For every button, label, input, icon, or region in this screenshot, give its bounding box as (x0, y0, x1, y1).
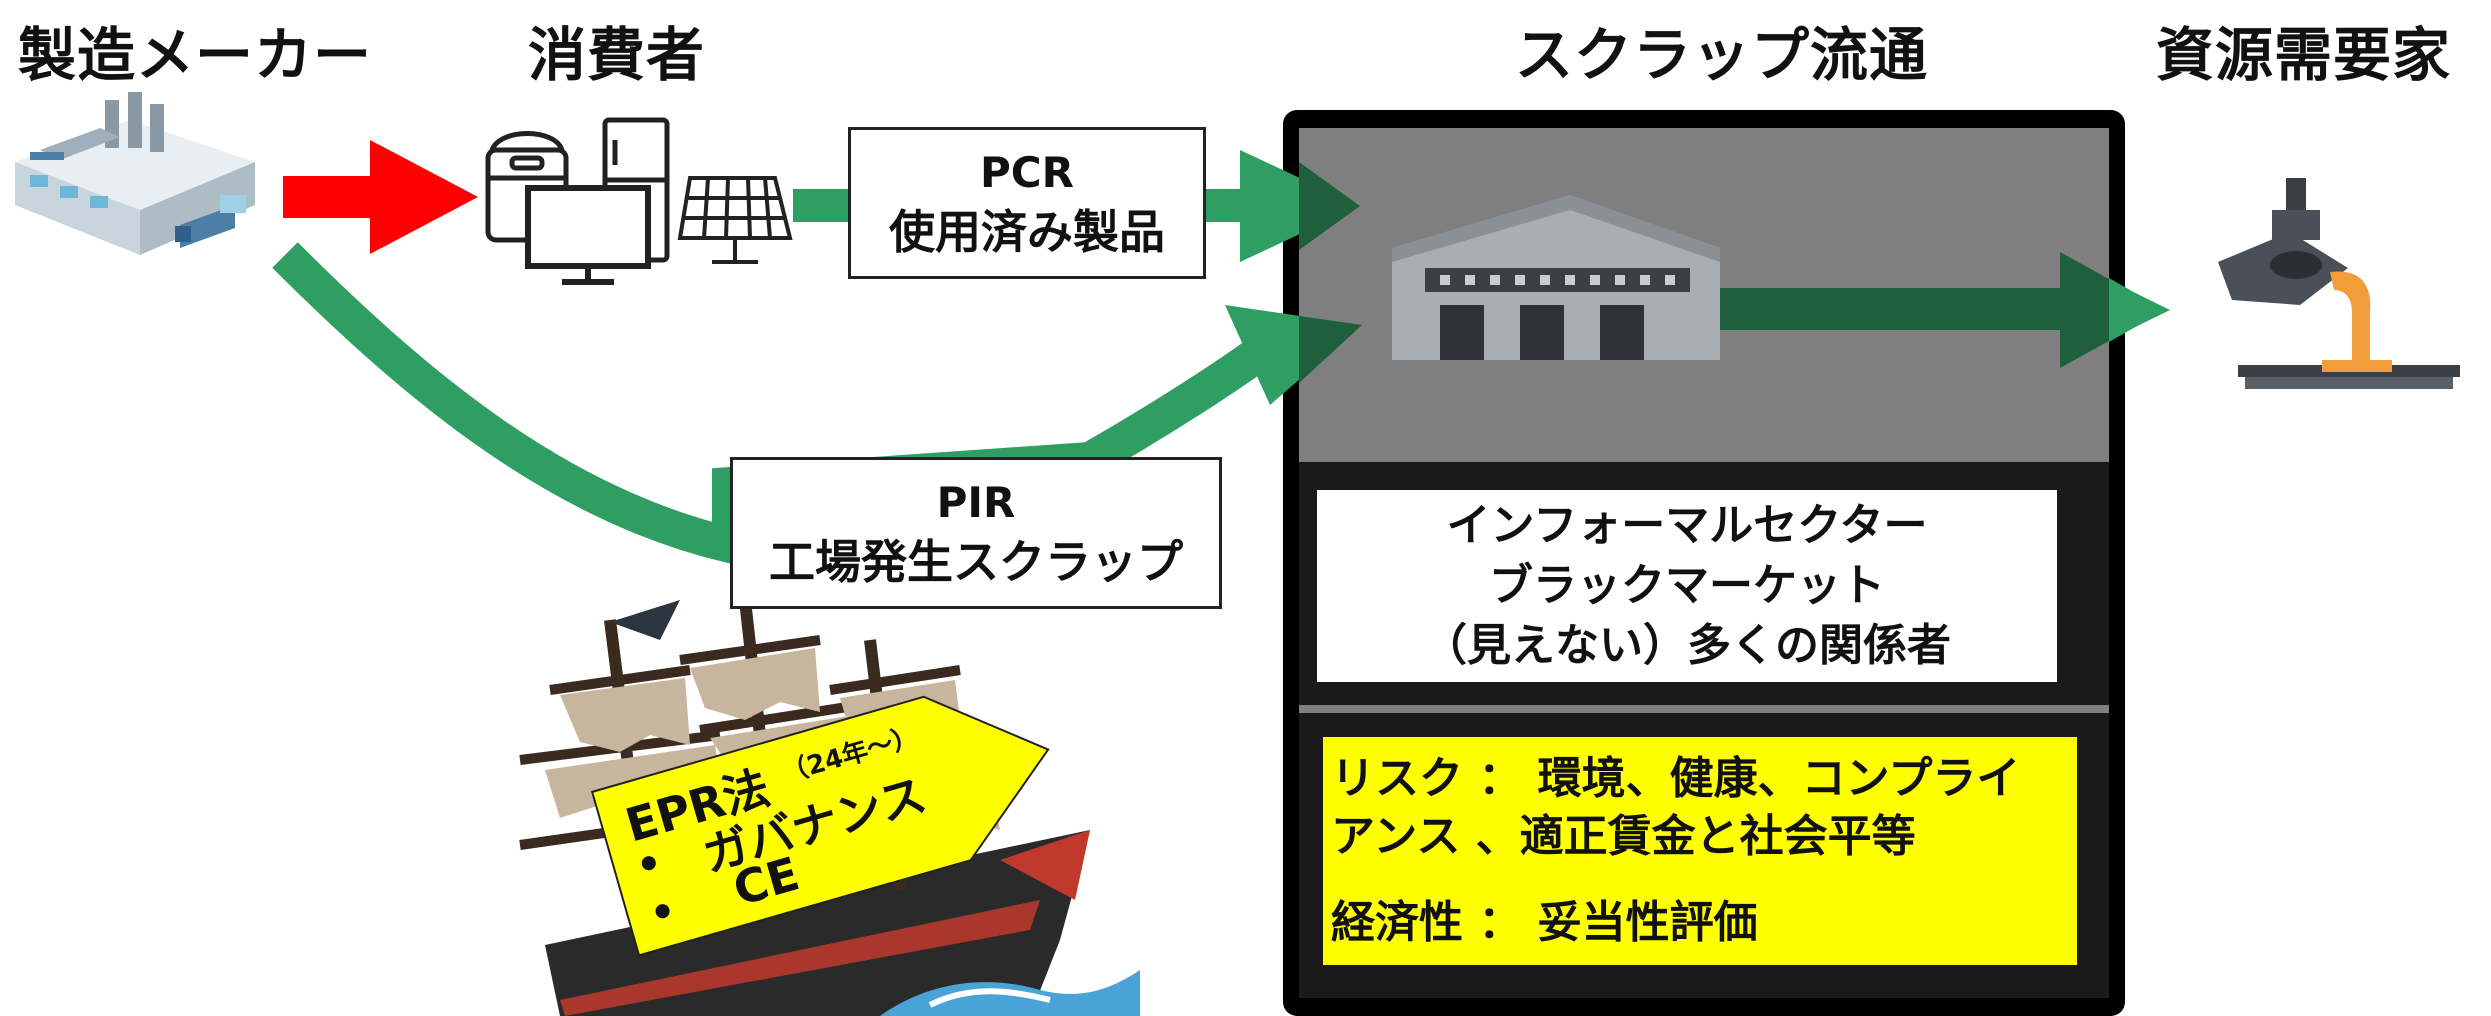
risk-box: リスク ： 環境、健康、コンプライ アンス 、適正賃金と社会平等 経済性 ： 妥… (1323, 737, 2077, 965)
pcr-subtitle: 使用済み製品 (889, 205, 1165, 259)
pir-subtitle: 工場発生スクラップ (769, 535, 1183, 589)
pir-box: PIR 工場発生スクラップ (730, 457, 1222, 609)
informal-line-1: インフォーマルセクター (1446, 500, 1928, 551)
resource-arrow-tip (2109, 280, 2170, 340)
header-resource-demand: 資源需要家 (2156, 21, 2452, 89)
epr-tag-shape (590, 695, 1050, 957)
red-arrow (283, 140, 478, 254)
header-consumer: 消費者 (528, 21, 706, 89)
pcr-title: PCR (980, 148, 1074, 197)
factory-icon (15, 92, 255, 255)
pcr-arrow (793, 150, 1360, 262)
risk-line-3: 経済性 ： 妥当性評価 (1331, 897, 1758, 948)
warehouse-icon (1392, 195, 1720, 360)
informal-sector-box: インフォーマルセクター ブラックマーケット （見えない）多くの関係者 (1317, 490, 2057, 682)
header-manufacturer: 製造メーカー (18, 21, 373, 89)
informal-line-2: ブラックマーケット (1489, 560, 1885, 611)
pir-arrow (272, 242, 1362, 568)
solar-panel-icon (677, 176, 793, 264)
monitor-icon (525, 185, 651, 285)
header-scrap-distribution: スクラップ流通 (1515, 21, 1929, 89)
risk-line-2: アンス 、適正賃金と社会平等 (1331, 811, 1916, 862)
pir-title: PIR (936, 478, 1016, 527)
pcr-box: PCR 使用済み製品 (848, 127, 1206, 279)
ladle-pouring-icon (2218, 178, 2460, 389)
informal-line-3: （見えない）多くの関係者 (1423, 620, 1951, 671)
risk-line-1: リスク ： 環境、健康、コンプライ (1331, 753, 2021, 804)
